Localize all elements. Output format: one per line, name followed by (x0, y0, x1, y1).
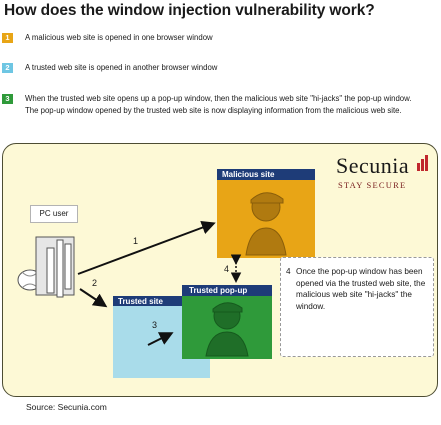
arrow-2 (79, 288, 108, 308)
pc-user-computer-icon (17, 236, 75, 298)
step-2-text: A trusted web site is opened in another … (25, 63, 218, 72)
callout-number: 4 (286, 267, 291, 276)
arrow-3 (147, 332, 174, 346)
arrow-3-label: 3 (152, 320, 158, 330)
step-3-text: When the trusted web site opens up a pop… (25, 94, 412, 115)
secunia-tagline: STAY SECURE (338, 180, 407, 190)
trusted-popup-label: Trusted pop-up (189, 286, 248, 295)
arrow-1-label: 1 (133, 236, 139, 246)
callout-box: 4 Once the pop-up window has been opened… (280, 257, 434, 357)
secunia-logo: Secunia (336, 153, 410, 178)
page-title: How does the window injection vulnerabil… (4, 2, 375, 19)
step-2-number: 2 (2, 63, 13, 73)
source-credit: Source: Secunia.com (26, 402, 107, 412)
popup-user-silhouette-icon (205, 302, 249, 357)
arrow-1 (77, 220, 216, 275)
callout-text: Once the pop-up window has been opened v… (296, 267, 426, 311)
secunia-signal-icon (417, 155, 428, 171)
step-1-number: 1 (2, 33, 13, 43)
arrow-4-label: 4 (224, 264, 230, 274)
trusted-popup-window (182, 285, 272, 359)
malicious-user-silhouette-icon (245, 192, 287, 256)
pc-user-label: PC user (30, 205, 78, 223)
malicious-site-label: Malicious site (222, 170, 275, 179)
step-1-text: A malicious web site is opened in one br… (25, 33, 213, 42)
step-3-number: 3 (2, 94, 13, 104)
trusted-site-label: Trusted site (118, 297, 163, 306)
arrow-2-label: 2 (92, 278, 98, 288)
malicious-site-window (217, 169, 315, 258)
